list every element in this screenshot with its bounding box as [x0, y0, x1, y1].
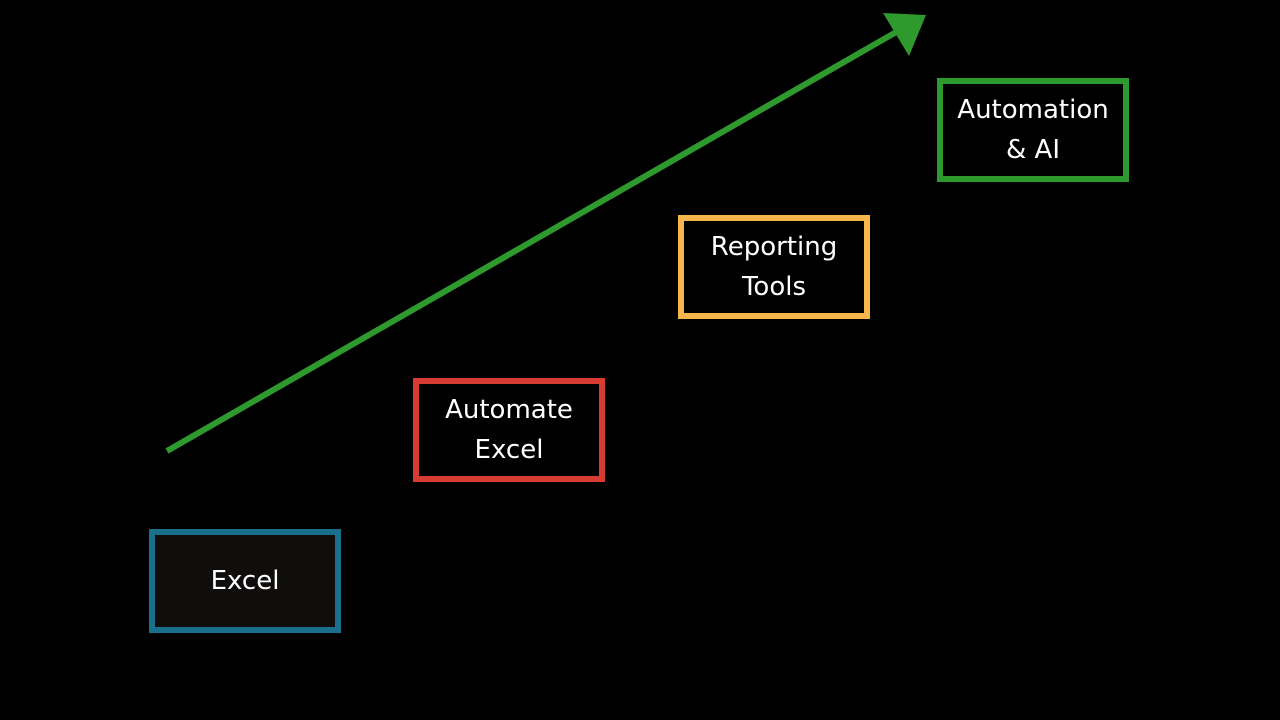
- step-excel-box: Excel: [149, 529, 341, 633]
- step-automation-ai-box: Automation & AI: [937, 78, 1129, 182]
- step-automate-excel-label: Automate Excel: [445, 395, 573, 465]
- step-excel-label: Excel: [210, 566, 280, 596]
- step-reporting-tools-label: Reporting Tools: [710, 232, 838, 302]
- growth-arrow-head: [883, 13, 926, 56]
- growth-arrow-shaft: [165, 28, 900, 454]
- step-automation-ai-label: Automation & AI: [957, 95, 1109, 165]
- step-automate-excel-box: Automate Excel: [413, 378, 605, 482]
- step-reporting-tools-box: Reporting Tools: [678, 215, 870, 319]
